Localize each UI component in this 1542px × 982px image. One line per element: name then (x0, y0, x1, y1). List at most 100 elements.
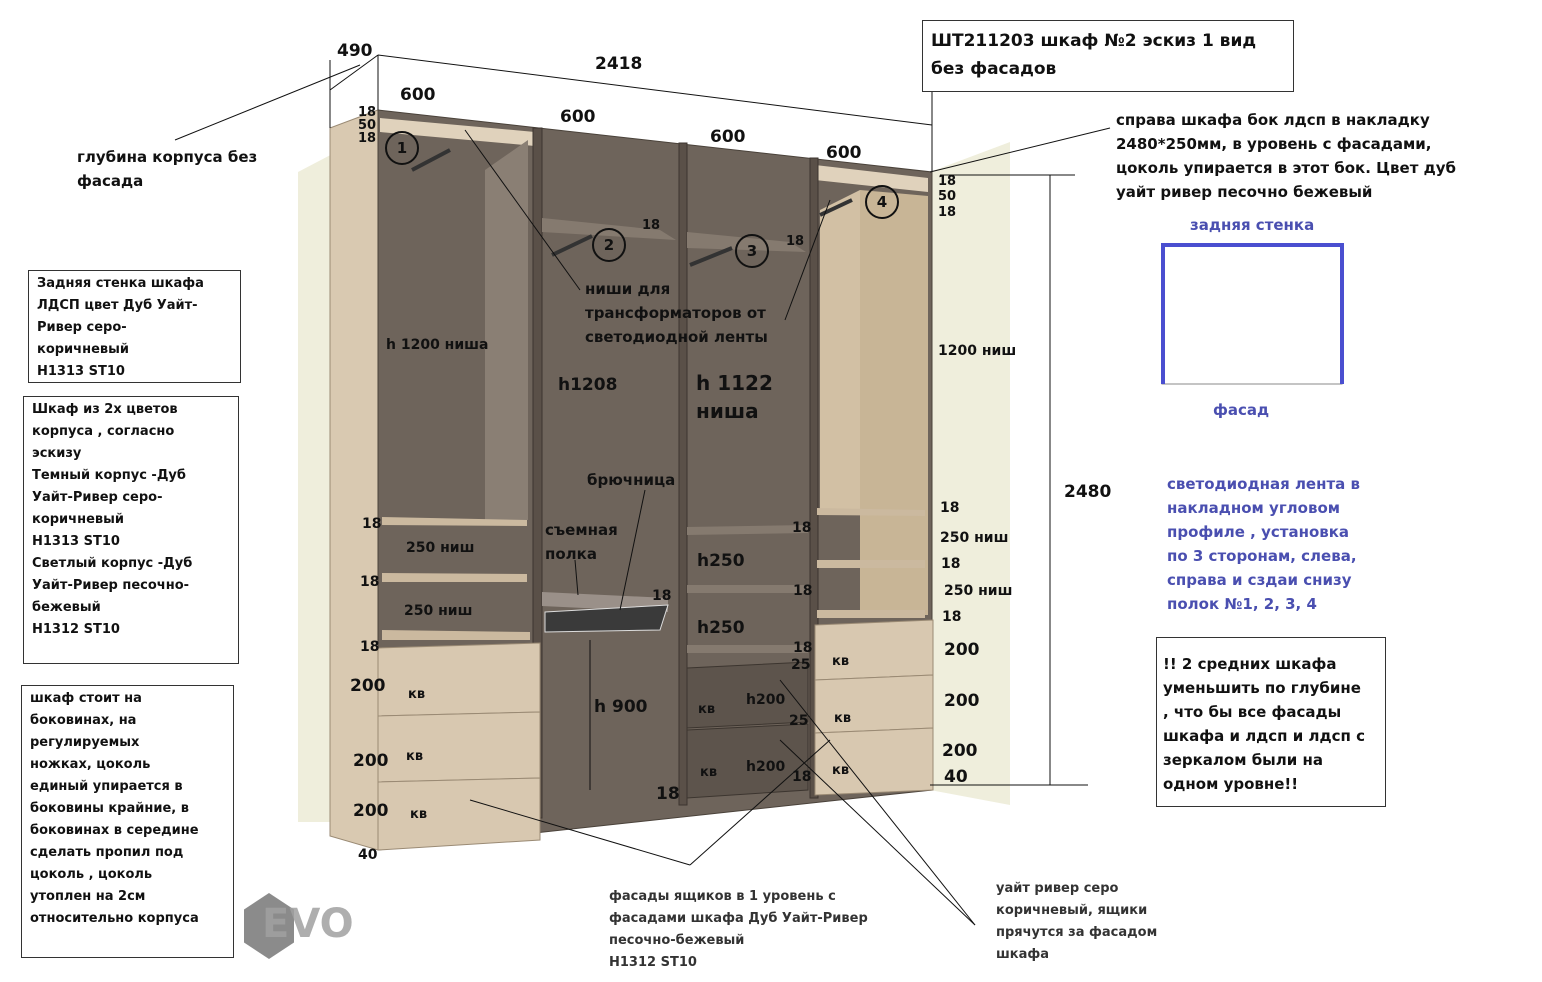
text-line: коричневый (32, 512, 124, 527)
drawer-r2 (814, 674, 934, 734)
text-line: утоплен на 2см (30, 889, 146, 904)
dim-r200b: 200 (944, 691, 980, 711)
title-line2: без фасадов (931, 59, 1057, 79)
dim-l250a: 250 ниш (406, 540, 475, 556)
text-line: 2480*250мм, в уровень с фасадами, (1116, 135, 1432, 153)
dim-m-h200a: h200 (746, 692, 786, 708)
dim-m-h250a: h250 (697, 551, 745, 571)
dim-height: 2480 (1064, 482, 1112, 502)
dim-h1122: h 1122 (696, 371, 773, 395)
drawer-m2 (686, 723, 809, 799)
text-line: , что бы все фасады (1163, 703, 1342, 721)
text-line: зеркалом были на (1163, 751, 1323, 769)
dim-r200a: 200 (944, 640, 980, 660)
text-line: фасадами шкафа Дуб Уайт-Ривер (609, 911, 868, 926)
text-line: цоколь упирается в этот бок. Цвет дуб (1116, 159, 1456, 177)
niche-note: ниши для трансформаторов от светодиодной… (585, 277, 768, 349)
text-line: Уайт-Ривер серо- (32, 490, 163, 505)
dim-h1200-left: h 1200 ниша (386, 337, 489, 353)
left-side-panel (329, 109, 379, 851)
dim-w2: 600 (560, 107, 596, 127)
dim-r200c: 200 (942, 741, 978, 761)
text-line: песочно-бежевый (609, 933, 745, 948)
dim-top-r-2: 50 (938, 189, 957, 204)
dim-l200c: 200 (353, 801, 389, 821)
text-line: справа шкафа бок лдсп в накладку (1116, 111, 1430, 129)
title-box: ШТ211203 шкаф №2 эскиз 1 вид без фасадов (922, 20, 1294, 92)
text-line: коричневый (37, 342, 129, 357)
text-line: боковинах, на (30, 713, 137, 728)
drawer-facades-note: фасады ящиков в 1 уровень с фасадами шка… (609, 886, 868, 974)
dim-r18c: 18 (942, 609, 962, 625)
watermark-text: EVO (262, 901, 354, 947)
text-line: сделать пропил под (30, 845, 184, 860)
dim-m18d: 18 (792, 769, 812, 785)
rod-marker-2: 2 (592, 228, 626, 262)
text-line: трансформаторов от (585, 304, 766, 322)
dim-top-r-3: 18 (938, 205, 957, 220)
drawer-label: кв (408, 687, 426, 702)
text-line: уменьшить по глубине (1163, 679, 1361, 697)
dim-p18: 18 (652, 588, 672, 604)
dim-w1: 600 (400, 85, 436, 105)
text-line: бежевый (32, 600, 101, 615)
dim-m-h200b: h200 (746, 759, 786, 775)
facade-label: фасад (1213, 401, 1270, 419)
drawer-m1 (686, 661, 809, 729)
drawer-label: кв (410, 807, 428, 822)
dim-l18b: 18 (360, 574, 380, 590)
legs-box: шкаф стоит на боковинах, на регулируемых… (21, 685, 234, 958)
dim-s2-18: 18 (642, 218, 661, 233)
dim-r40: 40 (944, 767, 968, 787)
text-line: прячутся за фасадом (996, 925, 1158, 940)
trouser-rack (544, 604, 669, 633)
dim-l200a: 200 (350, 676, 386, 696)
text-line: регулируемых (30, 735, 140, 750)
text-line: светодиодной ленты (585, 328, 768, 346)
drawer-r1 (814, 619, 934, 681)
text-line: корпуса , согласно (32, 424, 175, 439)
trousers-label: брючница (587, 471, 676, 489)
text-line: накладном угловом (1167, 499, 1341, 517)
depth-warning-box: !! 2 средних шкафа уменьшить по глубине … (1156, 637, 1386, 807)
text-line: боковины крайние, в (30, 801, 189, 816)
dim-top-l-3: 18 (358, 131, 377, 146)
rod-marker-1: 1 (385, 131, 419, 165)
dim-b18: 18 (656, 784, 680, 804)
text-line: полок №1, 2, 3, 4 (1167, 595, 1317, 613)
led-note: светодиодная лента в накладном угловом п… (1167, 472, 1360, 616)
dim-top-l-1: 18 (358, 105, 377, 120)
text-line: глубина корпуса без (77, 148, 258, 166)
grey-brown-note: уайт ривер серо коричневый, ящики прячут… (996, 878, 1157, 966)
text-line: H1313 ST10 (32, 534, 120, 549)
drawer-r3 (814, 727, 934, 796)
dim-width: 2418 (595, 54, 643, 74)
text-line: Шкаф из 2х цветов (32, 402, 178, 417)
drawer-label: кв (832, 654, 850, 669)
dim-w4: 600 (826, 143, 862, 163)
colors-box: Шкаф из 2х цветов корпуса , согласно эск… (23, 396, 239, 664)
text-line: шкафа (996, 947, 1050, 962)
dim-m-h250b: h250 (697, 618, 745, 638)
dim-l250b: 250 ниш (404, 603, 473, 619)
dim-h1122-nisha: ниша (696, 399, 759, 423)
drawer-l3 (377, 777, 541, 851)
drawer-label: кв (406, 749, 424, 764)
right-wall (930, 142, 1010, 805)
text-line: фасада (77, 172, 144, 190)
text-line: фасады ящиков в 1 уровень с (609, 889, 836, 904)
dim-r250a: 250 ниш (940, 530, 1009, 546)
dim-m25a: 25 (791, 657, 811, 673)
dim-top-l-2: 50 (358, 118, 377, 133)
shelf-label: съемная полка (545, 518, 618, 566)
text-line: Светлый корпус -Дуб (32, 556, 193, 571)
text-line: H1312 ST10 (32, 622, 120, 637)
text-line: Ривер серо- (37, 320, 127, 335)
dim-l18c: 18 (360, 639, 380, 655)
drawer-label: кв (832, 763, 850, 778)
dim-r250b: 250 ниш (944, 583, 1013, 599)
text-line: H1312 ST10 (609, 955, 697, 970)
text-line: ниши для (585, 280, 671, 298)
text-line: ЛДСП цвет Дуб Уайт- (37, 298, 198, 313)
